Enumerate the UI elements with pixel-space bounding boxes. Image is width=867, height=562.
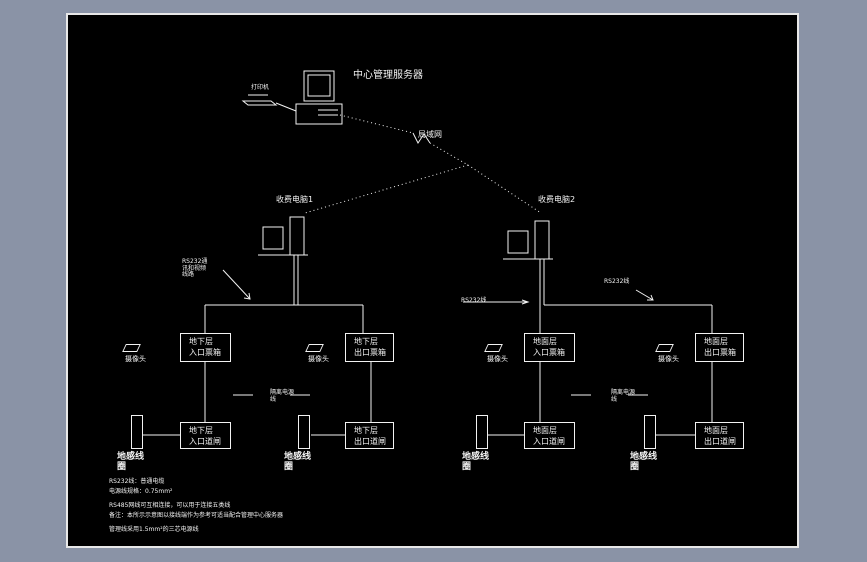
station-1-label: 收费电脑1 [276,195,314,204]
ground-loop-icon [131,415,143,449]
rs232-note-3: RS232线 [604,278,630,285]
note-line: 电源线规格：0.75mm² [109,488,173,495]
ground-loop-icon [644,415,656,449]
note-line: RS485网线可互相连接，可以用于连接五类线 [109,502,231,509]
note-line: 管理线采用1.5mm²的三芯电源线 [109,526,199,533]
printer-shape [241,100,278,106]
isolation-label: 隔离电源 线 [611,389,636,403]
server-monitor-shape [303,70,335,102]
isolation-label: 隔离电源 线 [270,389,295,403]
camera-label: 摄像头 [125,355,146,363]
ground-loop-label: 地感线 圈 [284,452,312,472]
ground-loop-icon [476,415,488,449]
ground-loop-icon [298,415,310,449]
server-base-shape [295,103,343,125]
station-2-monitor-shape [507,230,529,254]
camera-label: 摄像头 [658,355,679,363]
drawing-sheet: 中心管理服务器 打印机 局域网 收费电脑1 收费电脑2 RS232通 讯和视频 … [66,13,799,548]
ground-loop-label: 地感线 圈 [462,452,490,472]
wiring-lines [143,70,713,436]
camera-label: 摄像头 [308,355,329,363]
notes-block: RS232线：普通电缆 电源线规格：0.75mm² RS485网线可互相连接，可… [109,477,283,535]
g-exit-gate: 地面层 出口道闸 [695,422,744,449]
g-entry-box: 地面层 入口票箱 [524,333,575,362]
b1-entry-box: 地下层 入口票箱 [180,333,231,362]
rs232-note-2: RS232线 [461,297,487,304]
station-2-tower-shape [534,220,550,260]
network-label: 局域网 [418,130,442,139]
rs232-note-1: RS232通 讯和视频 线路 [182,258,208,279]
b1-exit-gate: 地下层 出口道闸 [345,422,394,449]
camera-label: 摄像头 [487,355,508,363]
g-entry-gate: 地面层 入口道闸 [524,422,575,449]
ground-loop-label: 地感线 圈 [630,452,658,472]
note-line: 备注：本所示示意图以接线端作为参考可适当配合管理中心服务器 [109,512,284,519]
printer-label: 打印机 [251,84,270,91]
g-exit-box: 地面层 出口票箱 [695,333,744,362]
station-1-monitor-shape [262,226,284,250]
station-2-label: 收费电脑2 [538,195,576,204]
station-1-tower-shape [289,216,305,256]
b1-entry-gate: 地下层 入口道闸 [180,422,231,449]
ground-loop-label: 地感线 圈 [117,452,145,472]
server-label: 中心管理服务器 [353,70,423,81]
note-line: RS232线：普通电缆 [109,478,165,485]
b1-exit-box: 地下层 出口票箱 [345,333,394,362]
